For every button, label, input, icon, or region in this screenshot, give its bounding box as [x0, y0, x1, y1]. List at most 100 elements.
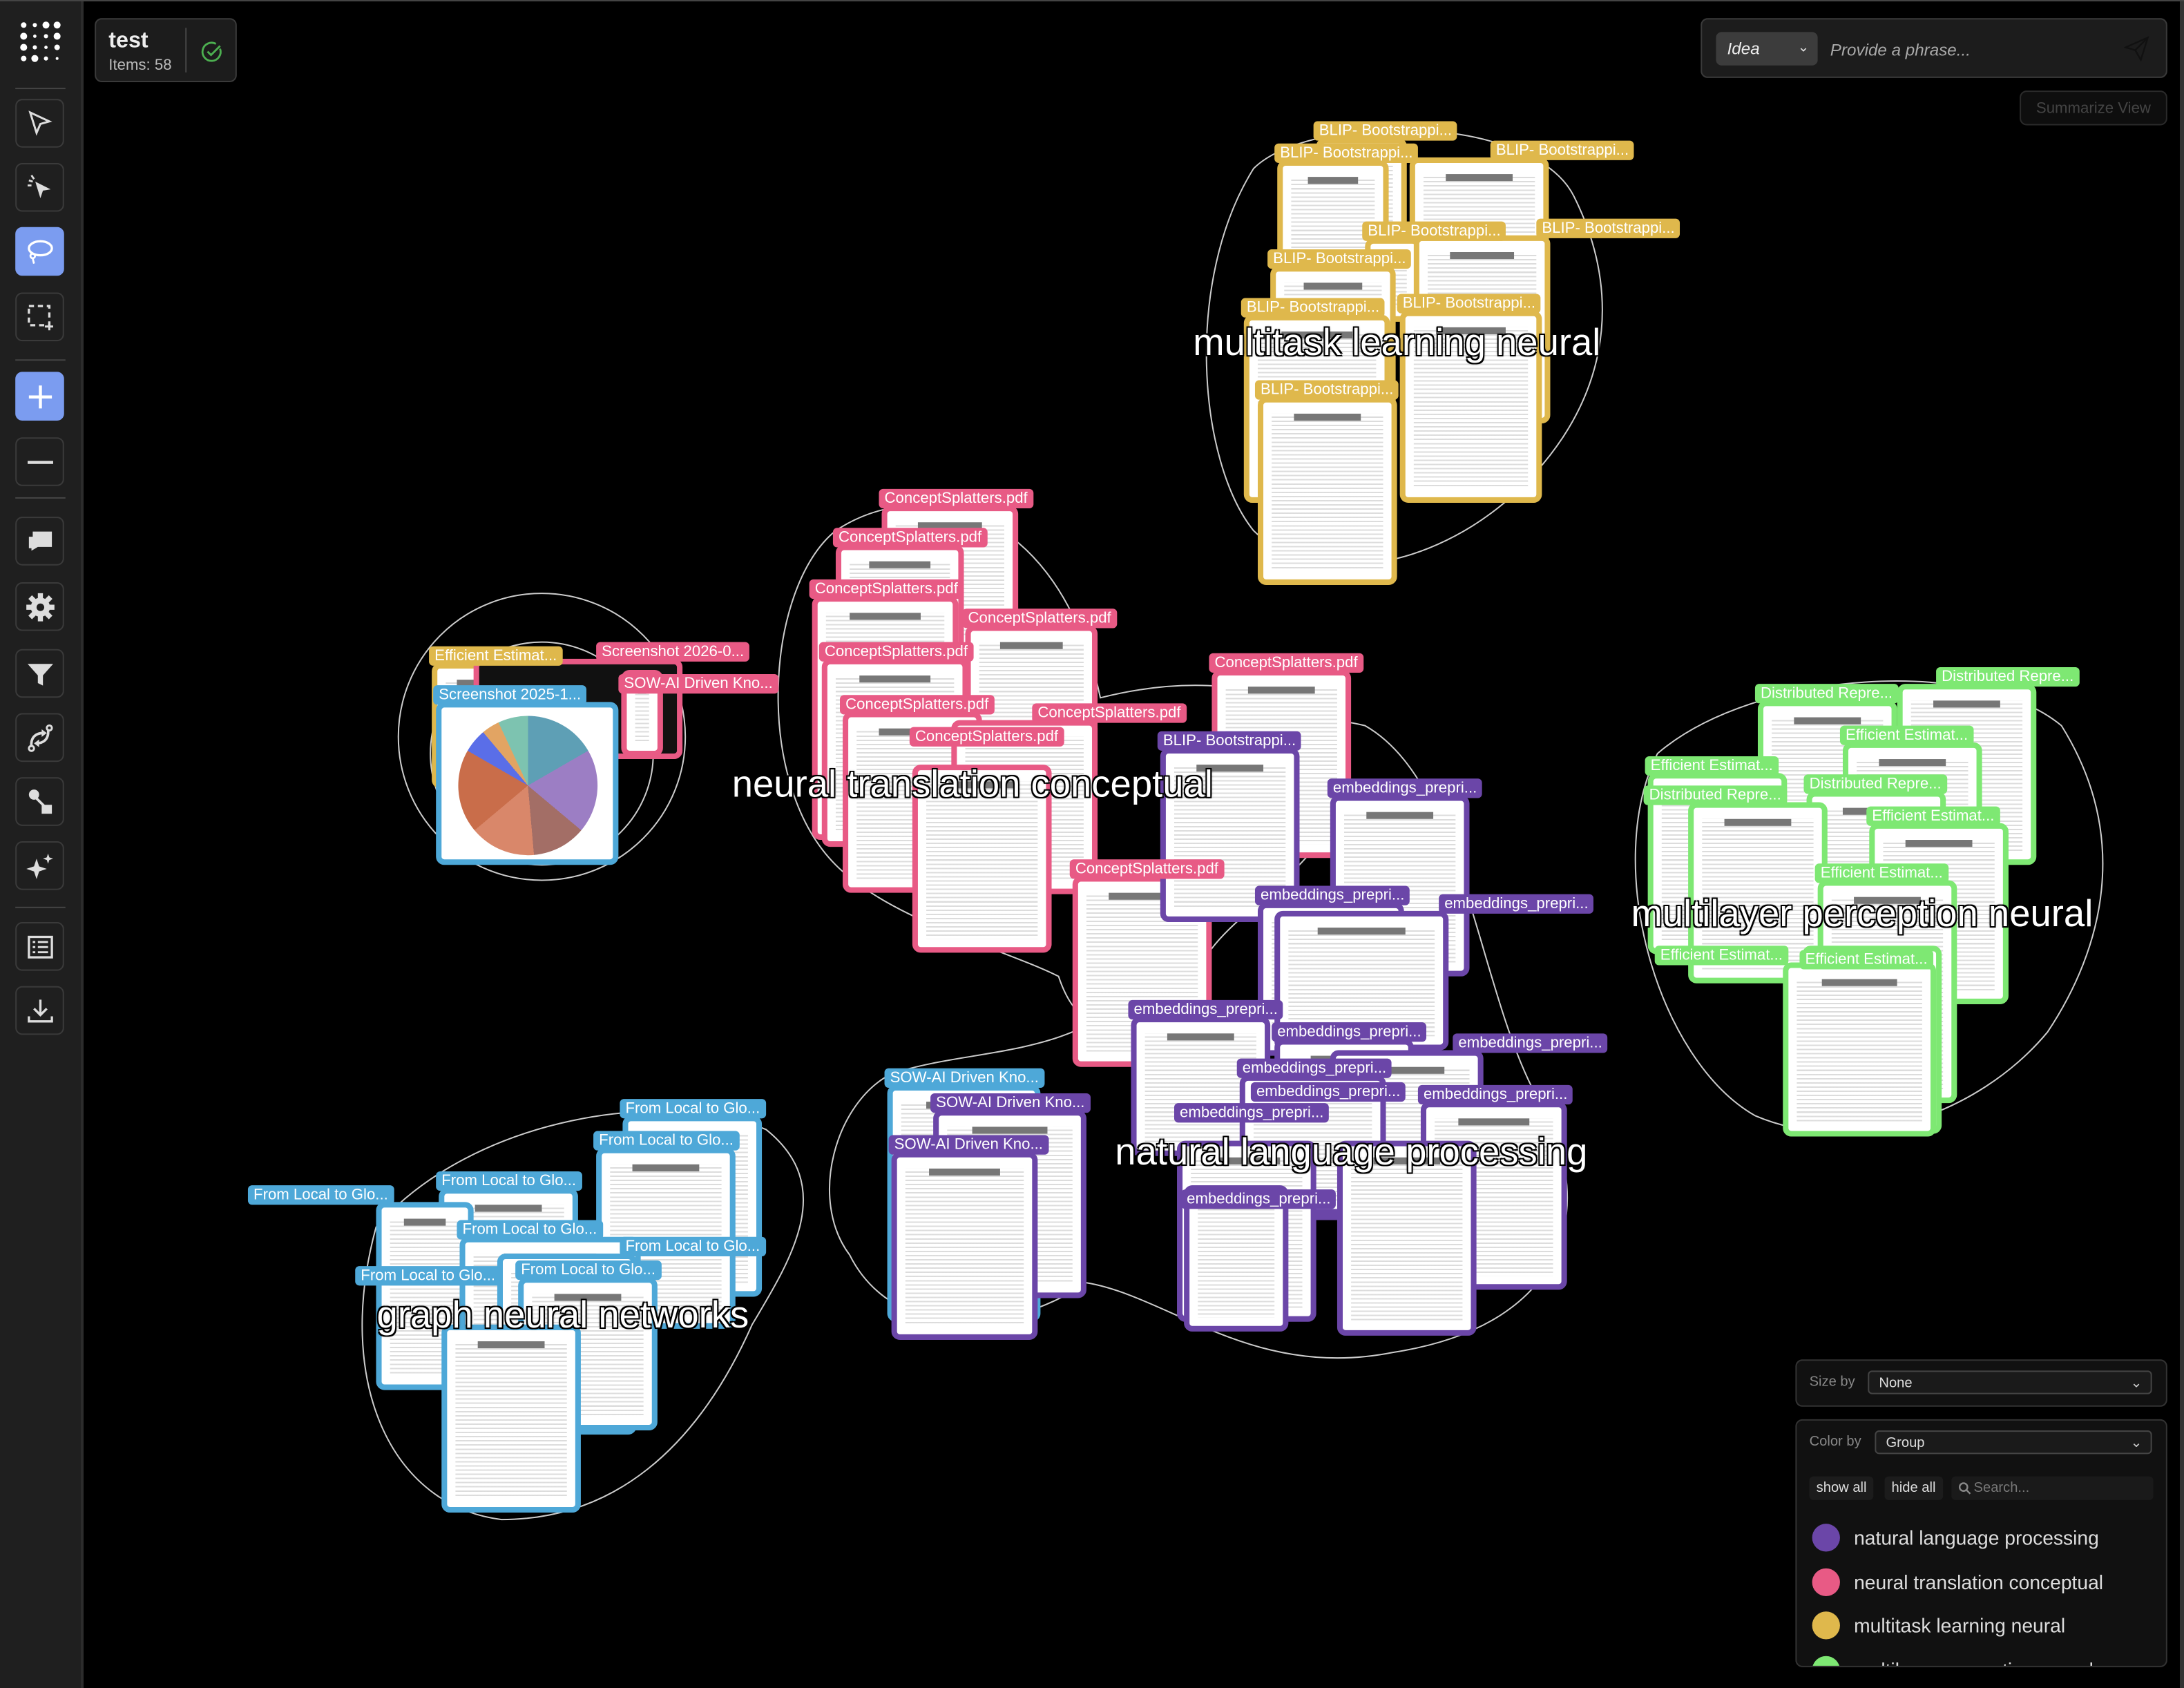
project-card: test Items: 58: [95, 18, 237, 82]
color-by-select[interactable]: Group⌄: [1875, 1430, 2152, 1455]
item-label: ConceptSplatters.pdf: [1032, 703, 1187, 723]
hide-all-button[interactable]: hide all: [1884, 1476, 1943, 1500]
mode-select[interactable]: Idea⌄: [1716, 32, 1818, 66]
chevron-down-icon: ⌄: [2130, 1436, 2143, 1452]
item-label: embeddings_prepri...: [1236, 1058, 1392, 1078]
size-by-value: None: [1879, 1376, 1913, 1392]
document-thumbnail: [1288, 928, 1435, 1037]
paper-plane-icon[interactable]: [2124, 36, 2149, 61]
legend-search-input[interactable]: Search...: [1951, 1476, 2154, 1500]
item-label: ConceptSplatters.pdf: [909, 727, 1064, 747]
item-label: From Local to Glo...: [436, 1171, 582, 1191]
item-label: Efficient Estimat...: [1654, 946, 1788, 966]
legend-item[interactable]: neural translation conceptual: [1812, 1566, 2103, 1597]
ai-sparkle-button[interactable]: [15, 841, 64, 890]
group-color-dot: [1812, 1567, 1840, 1596]
item-card[interactable]: [1184, 1185, 1289, 1332]
document-thumbnail: [1413, 327, 1529, 489]
box-select-icon: [27, 304, 52, 330]
show-all-button[interactable]: show all: [1809, 1476, 1874, 1500]
legend-label: multilayer perception neural: [1854, 1658, 2094, 1666]
comments-button[interactable]: [15, 517, 64, 566]
item-label: ConceptSplatters.pdf: [962, 608, 1117, 629]
sunburst-thumbnail: [450, 716, 606, 856]
item-label: BLIP- Bootstrappi...: [1157, 731, 1302, 751]
item-label: ConceptSplatters.pdf: [1069, 859, 1225, 879]
summarize-view-button[interactable]: Summarize View: [2020, 90, 2167, 126]
item-label: From Local to Glo...: [515, 1260, 662, 1281]
click-select-button[interactable]: [15, 162, 64, 212]
item-label: Efficient Estimat...: [1866, 806, 2000, 826]
scrollbar[interactable]: [2179, 1, 2184, 1688]
transform-button[interactable]: [15, 777, 64, 826]
size-by-select[interactable]: None ⌄: [1868, 1370, 2152, 1394]
item-label: embeddings_prepri...: [1181, 1189, 1337, 1209]
document-thumbnail: [1351, 1157, 1463, 1322]
toolbar-sidebar: [0, 1, 84, 1688]
document-thumbnail: [1702, 818, 1814, 970]
chevron-down-icon: ⌄: [2130, 1376, 2143, 1392]
zoom-in-button[interactable]: [15, 372, 64, 421]
item-label: BLIP- Bootstrappi...: [1362, 221, 1506, 241]
item-label: SOW-AI Driven Kno...: [618, 674, 778, 694]
filter-button[interactable]: [15, 649, 64, 698]
route-button[interactable]: [15, 713, 64, 763]
check-circle-icon: [201, 41, 222, 62]
document-thumbnail: [455, 1341, 567, 1499]
size-by-label: Size by: [1809, 1374, 1855, 1390]
item-card[interactable]: [912, 765, 1052, 953]
item-label: embeddings_prepri...: [1254, 885, 1410, 905]
divider: [15, 906, 66, 908]
list-icon: [27, 934, 52, 958]
item-card[interactable]: [1337, 1140, 1477, 1336]
document-thumbnail: [905, 1168, 1024, 1326]
outline-multilayer: [1634, 680, 2104, 1133]
phrase-input[interactable]: [1827, 33, 2112, 67]
lasso-icon: [27, 239, 52, 263]
item-label: Screenshot 2026-0...: [596, 642, 750, 662]
item-label: Distributed Repre...: [1803, 774, 1947, 794]
download-button[interactable]: [15, 986, 64, 1035]
item-label: embeddings_prepri...: [1272, 1022, 1427, 1042]
cluster-label: natural language processing: [1115, 1131, 1588, 1173]
download-icon: [27, 999, 52, 1022]
cursor-click-icon: [26, 173, 50, 198]
box-select-button[interactable]: [15, 292, 64, 342]
cursor-arrow-icon: [28, 110, 52, 135]
divider: [15, 359, 66, 361]
list-view-button[interactable]: [15, 921, 64, 971]
item-card[interactable]: [376, 1202, 474, 1390]
lasso-select-button[interactable]: [15, 227, 64, 276]
chevron-down-icon: ⌄: [1797, 40, 1810, 56]
plus-icon: [28, 385, 52, 408]
legend-item[interactable]: multilayer perception neural: [1812, 1654, 2094, 1666]
item-label: embeddings_prepri...: [1417, 1084, 1573, 1105]
settings-button[interactable]: [15, 582, 64, 631]
item-label: ConceptSplatters.pdf: [818, 642, 974, 662]
item-card[interactable]: [891, 1151, 1038, 1340]
item-card[interactable]: [436, 702, 619, 865]
item-label: From Local to Glo...: [355, 1266, 501, 1286]
item-count: Items: 58: [108, 57, 172, 74]
legend-item[interactable]: multitask learning neural: [1812, 1610, 2065, 1640]
item-label: From Local to Glo...: [620, 1099, 766, 1119]
zoom-out-button[interactable]: [15, 437, 64, 486]
item-card[interactable]: [1257, 396, 1397, 585]
item-label: Efficient Estimat...: [1645, 756, 1779, 776]
divider: [185, 28, 187, 73]
legend-item[interactable]: natural language processing: [1812, 1522, 2099, 1553]
item-card[interactable]: [1399, 310, 1542, 503]
item-label: Screenshot 2025-1...: [433, 685, 587, 705]
item-label: embeddings_prepri...: [1128, 999, 1283, 1020]
group-color-dot: [1812, 1611, 1840, 1640]
item-label: Distributed Repre...: [1643, 785, 1787, 805]
item-label: BLIP- Bootstrappi...: [1274, 143, 1419, 163]
app-grid-logo-icon[interactable]: [19, 21, 61, 62]
minus-icon: [26, 460, 52, 463]
item-card[interactable]: [1783, 962, 1937, 1137]
item-label: embeddings_prepri...: [1327, 778, 1483, 798]
pointer-select-button[interactable]: [15, 99, 64, 148]
item-card[interactable]: [441, 1324, 581, 1513]
